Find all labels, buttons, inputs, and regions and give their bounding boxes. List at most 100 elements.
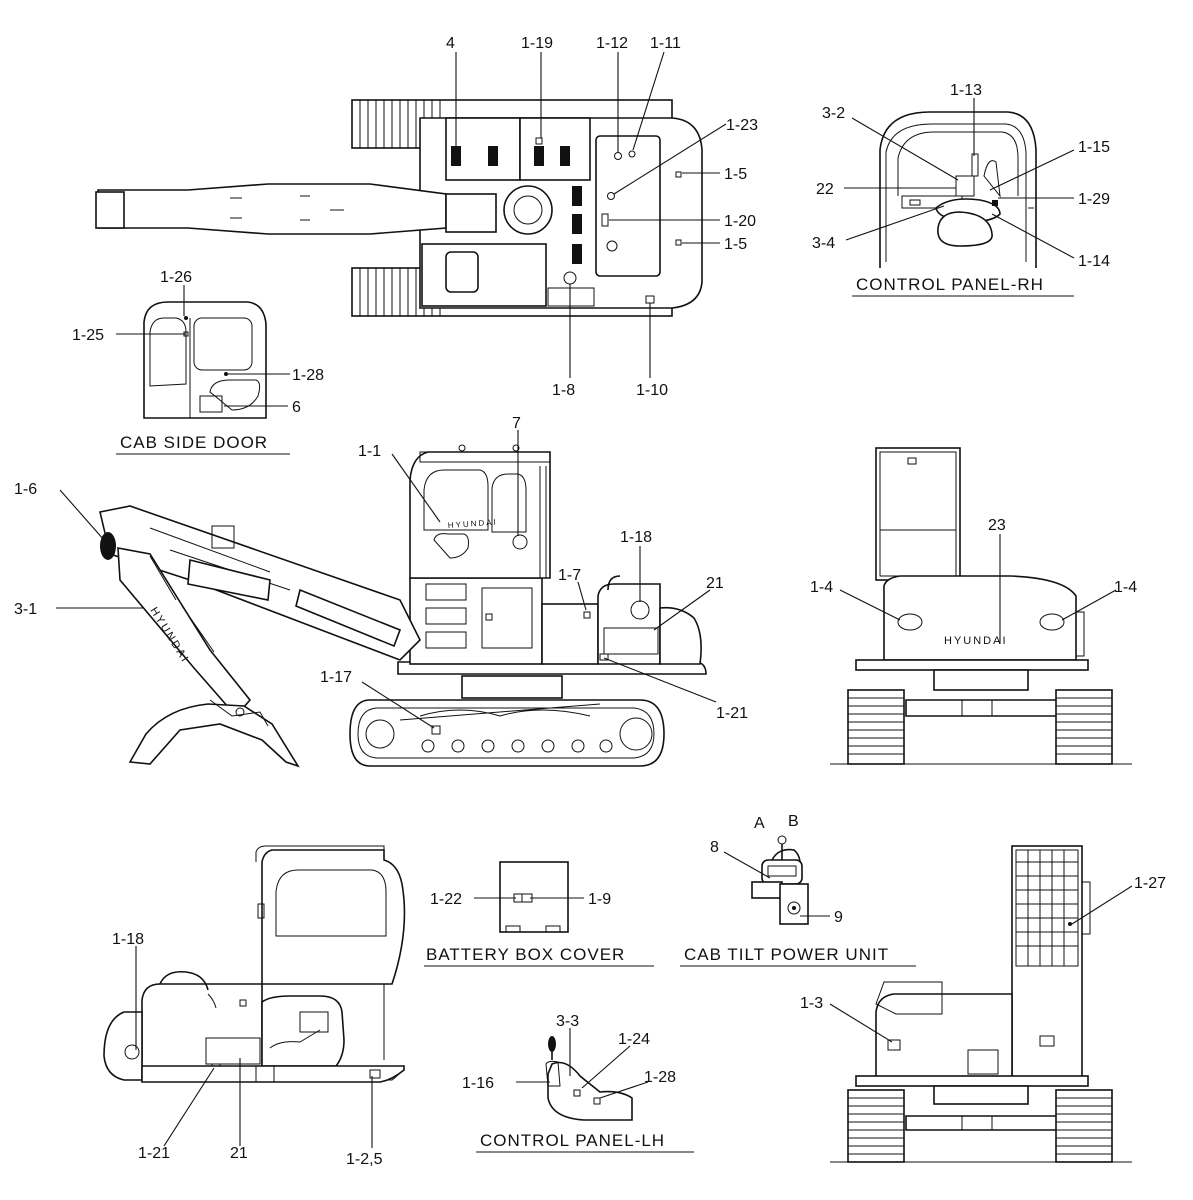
side-boom-cylinder [187,558,271,601]
rh-panel-1-13 [971,153,979,177]
door-outline [143,301,267,419]
label-1-8: 1-8 [552,382,575,399]
label-1-24: 1-24 [618,1031,650,1048]
top-step [547,287,595,307]
lh-decal-1-28 [593,1097,601,1105]
label-6: 6 [292,399,301,416]
label-1-5a: 1-5 [724,166,747,183]
caption-control-panel-lh: CONTROL PANEL-LH [480,1131,665,1150]
label-B: B [788,813,799,830]
battery-box-cover [499,861,569,933]
rear-view-labels: 23 1-4 1-4 [810,517,1137,644]
rear-carbody [905,699,1059,717]
battery-cover-plate [499,861,569,933]
front-track-left [847,1089,905,1163]
control-panel-rh-labels: 3-2 1-13 1-15 22 1-29 3-4 1-14 CONTROL P… [812,82,1110,297]
bl-seat-area [261,995,345,1067]
top-decal-1-19 [535,137,543,145]
tilt-decal-9 [787,901,801,915]
label-1-12: 1-12 [596,35,628,52]
label-1-17: 1-17 [320,669,352,686]
label-1-28b: 1-28 [644,1069,676,1086]
door-handle [209,379,261,411]
top-deck [519,117,591,181]
label-1-19: 1-19 [521,35,553,52]
top-boom-tip [95,191,125,229]
label-1-28a: 1-28 [292,367,324,384]
bl-counterweight [103,1011,143,1081]
rear-counterweight [883,575,1077,661]
top-engine-cover [595,135,661,277]
rear-track-right [1055,689,1113,765]
front-cab-guard [1015,849,1079,967]
lh-console [547,1061,633,1121]
door-decal-6 [199,395,223,413]
top-boom-foot [445,193,497,233]
top-decal-3 [572,186,582,206]
side-cab-base [409,577,543,665]
bl-cab [261,849,406,985]
bl-cab-window [275,869,387,937]
bottom-left-labels: 1-18 1-21 21 1-2,5 [112,931,383,1168]
side-sprocket [619,717,653,751]
side-cab-window-front [423,469,489,531]
label-4: 4 [446,35,455,52]
tilt-pump [779,883,809,925]
front-swing-base [933,1085,1029,1105]
top-view-labels: 4 1-19 1-12 1-11 1-23 1-5 1-20 1-5 1-8 1… [446,35,758,399]
label-1-5b: 1-5 [724,236,747,253]
label-1-1: 1-1 [358,443,381,460]
label-1-9: 1-9 [588,891,611,908]
rear-swing-base [933,669,1029,691]
top-decal-1-12 [614,152,622,160]
label-1-26: 1-26 [160,269,192,286]
top-decal-1-5b [675,239,682,246]
top-decal-1 [534,146,544,166]
front-carbody [905,1115,1059,1131]
label-1-11: 1-11 [650,35,681,52]
top-decal-1-5a [675,171,682,178]
label-21b: 21 [230,1145,248,1162]
label-1-25: 1-25 [72,327,104,344]
cab-side-door [143,301,267,419]
rear-brand: HYUNDAI [944,635,1008,647]
top-decal-1-23 [607,192,615,200]
caption-control-panel-rh: CONTROL PANEL-RH [856,275,1044,294]
door-window-left [149,317,187,387]
label-1-3: 1-3 [800,995,823,1012]
label-22: 22 [816,181,834,198]
tilt-mount [751,881,783,899]
side-decal-1-17 [431,725,441,735]
label-1-27: 1-27 [1134,875,1166,892]
top-tank [421,243,547,307]
label-1-13: 1-13 [950,82,982,99]
label-1-18a: 1-18 [620,529,652,546]
top-decal-1-20 [601,213,609,227]
label-3-2: 3-2 [822,105,845,122]
lh-decal-1-24 [573,1089,581,1097]
bl-deck [141,1065,405,1083]
caption-cab-side-door: CAB SIDE DOOR [120,433,268,452]
top-decal-4b [488,146,498,166]
side-view-labels: 1-1 7 1-6 3-1 1-18 1-7 21 1-17 1-21 [14,415,748,729]
label-1-21a: 1-21 [716,705,748,722]
side-rollers [421,739,613,753]
top-engine-cap [606,240,618,252]
label-1-23: 1-23 [726,117,758,134]
label-1-14: 1-14 [1078,253,1110,270]
front-cab-tower [1011,845,1083,1079]
side-decal-1-6 [100,532,116,560]
control-panel-rh [879,111,1037,268]
label-9: 9 [834,909,843,926]
label-7: 7 [512,415,521,432]
label-1-18b: 1-18 [112,931,144,948]
front-track-right [1055,1089,1113,1163]
label-1-10: 1-10 [636,382,668,399]
side-track [349,699,665,767]
lh-decal-1-16 [545,1060,561,1087]
side-swing-base [461,675,563,699]
side-brand: HYUNDAI [448,518,499,530]
bl-decal-1-2-5 [369,1069,381,1079]
side-counterweight [659,606,702,665]
